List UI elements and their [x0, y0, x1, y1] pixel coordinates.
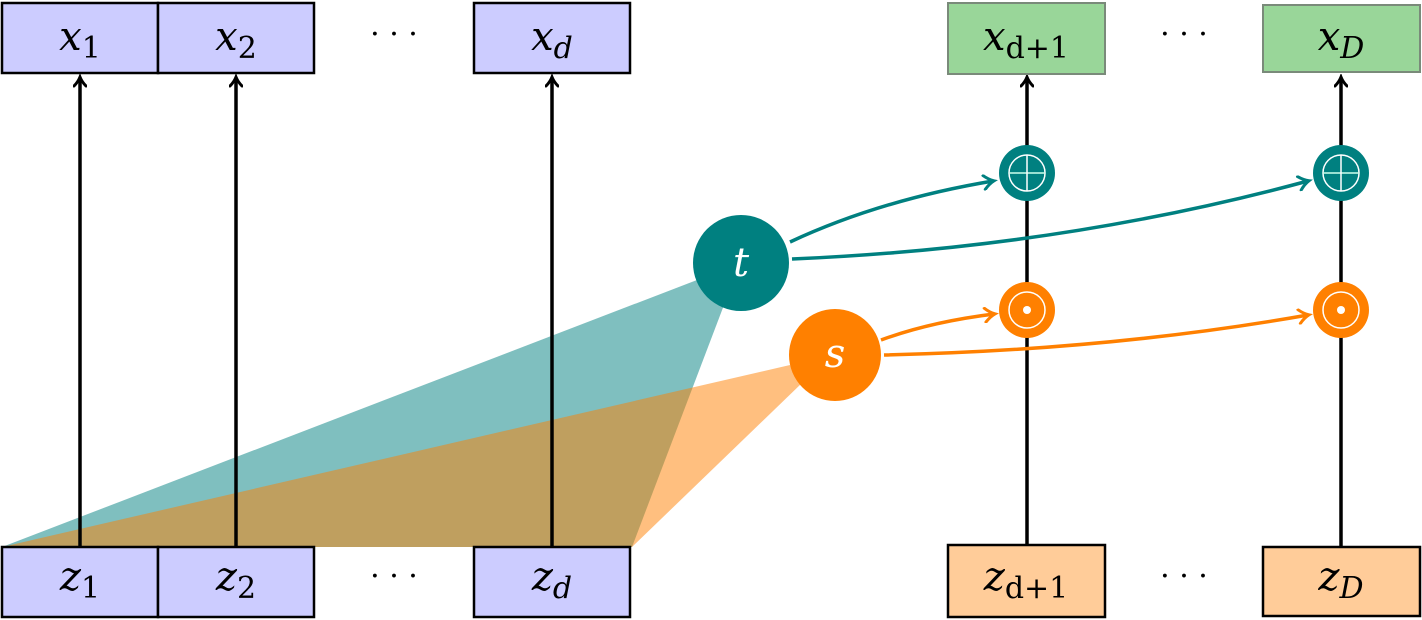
transform-connections	[1027, 78, 1341, 547]
box-z1	[0, 545, 160, 619]
mul-operator-D	[1313, 282, 1369, 338]
label-zd: zd	[531, 554, 572, 606]
node-t-circle	[693, 215, 789, 311]
label-xd: xd	[531, 14, 573, 66]
label-z1: z1	[59, 554, 100, 606]
identity-connections	[80, 78, 552, 547]
ellipsis-top-left: · · ·	[370, 17, 418, 52]
input-identity-row: z1 z2 zd · · ·	[0, 545, 632, 619]
ellipsis-bottom-left: · · ·	[370, 559, 418, 594]
hadamard-icon-ring	[1008, 291, 1046, 329]
label-x2: x2	[215, 14, 257, 66]
box-zd1	[946, 543, 1107, 619]
label-z2: z2	[215, 554, 256, 606]
add-operator-D	[1313, 145, 1369, 201]
node-t: t	[693, 215, 789, 311]
node-s-label: s	[825, 331, 846, 377]
label-zD: zD	[1317, 554, 1363, 606]
add-operator-d1	[999, 145, 1055, 201]
t-to-add-D	[791, 181, 1308, 261]
node-s: s	[789, 309, 881, 401]
label-zd1: zd+1	[983, 554, 1069, 606]
output-identity-row: x1 x2 xd · · ·	[0, 1, 632, 75]
ellipsis-bottom-right: · · ·	[1160, 559, 1208, 594]
label-xD: xD	[1318, 14, 1365, 66]
box-xd	[472, 1, 632, 75]
s-input-cone	[2, 365, 802, 547]
s-to-mul-D	[883, 315, 1308, 357]
hadamard-icon-dot	[1337, 306, 1345, 314]
t-to-add-d1	[789, 181, 993, 244]
mul-operator-d1	[999, 282, 1055, 338]
ellipsis-top-right: · · ·	[1160, 17, 1208, 52]
box-x2	[156, 1, 316, 75]
hadamard-icon-dot	[1023, 306, 1031, 314]
box-xD	[1262, 4, 1421, 73]
box-z2	[156, 545, 316, 619]
input-transformed-row: zd+1 zD · · ·	[946, 543, 1422, 619]
label-x1: x1	[59, 14, 101, 66]
box-x1	[0, 1, 160, 75]
t-output-arrows	[789, 181, 1308, 261]
s-output-arrows	[880, 314, 1308, 357]
s-to-mul-d1	[880, 314, 994, 342]
box-xd1	[947, 2, 1106, 75]
node-s-circle	[789, 309, 881, 401]
box-zd	[472, 545, 632, 619]
node-t-label: t	[733, 240, 750, 286]
output-transformed-row: xd+1 xD · · ·	[947, 2, 1421, 75]
box-zD	[1261, 545, 1422, 618]
label-xd1: xd+1	[983, 14, 1069, 66]
hadamard-icon-ring	[1322, 291, 1360, 329]
